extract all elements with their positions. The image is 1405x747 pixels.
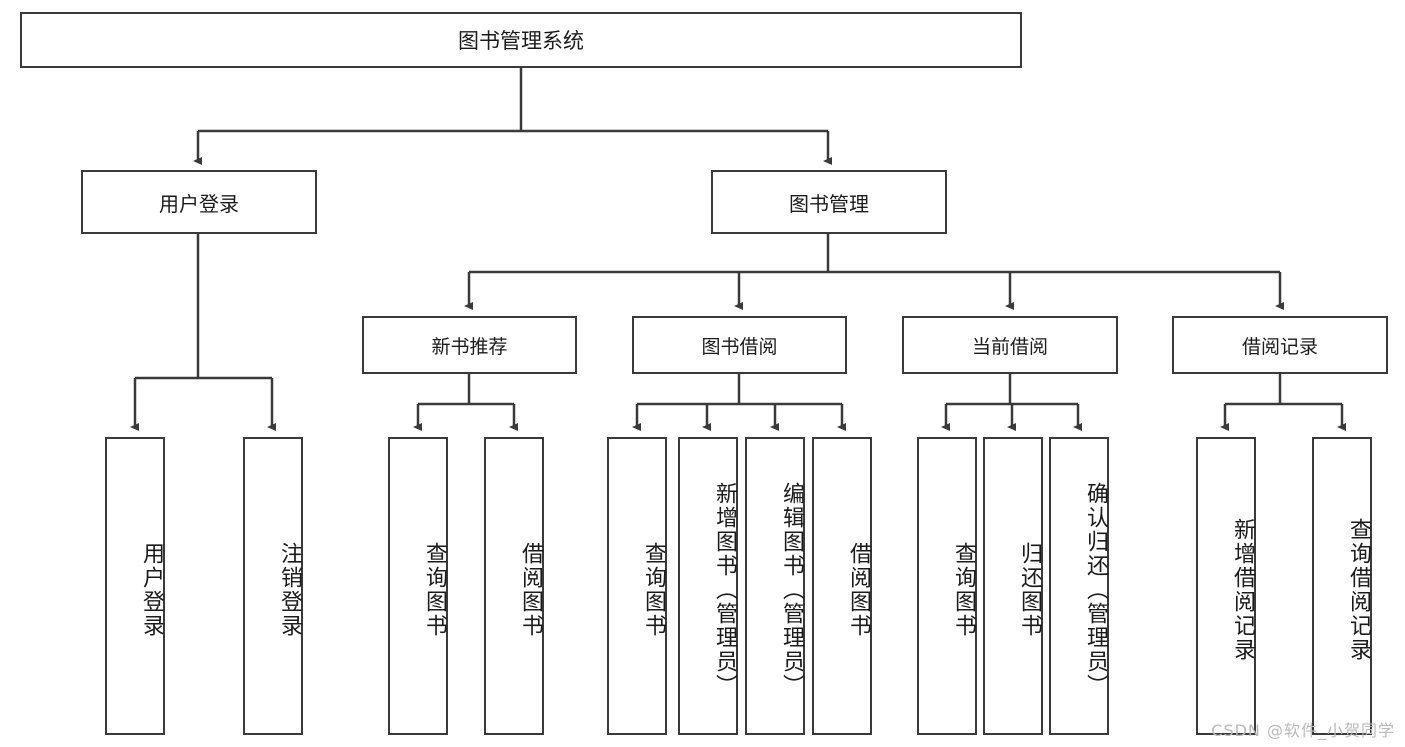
watermark: CSDN @软件_小贺同学 <box>1211 721 1395 740</box>
node-label: 新书推荐 <box>431 335 508 358</box>
leaf-current-borrow-confirm-return-admin[interactable]: 确认归还（管理员） <box>1049 437 1109 735</box>
node-label: 查询图书 <box>951 542 976 638</box>
leaf-book-borrow-borrow-book[interactable]: 借阅图书 <box>812 437 872 735</box>
node-label: 借阅记录 <box>1241 335 1318 358</box>
leaf-book-borrow-add-book-admin[interactable]: 新增图书（管理员） <box>678 437 738 735</box>
node-label: 新增借阅记录 <box>1230 518 1255 662</box>
node-label: 查询图书 <box>641 542 666 638</box>
leaf-current-borrow-return-book[interactable]: 归还图书 <box>983 437 1043 735</box>
node-current-borrow[interactable]: 当前借阅 <box>902 316 1118 374</box>
leaf-current-borrow-query-book[interactable]: 查询图书 <box>917 437 977 735</box>
leaf-borrow-record-add-record[interactable]: 新增借阅记录 <box>1196 437 1256 735</box>
node-label: 当前借阅 <box>971 335 1048 358</box>
leaf-book-borrow-edit-book-admin[interactable]: 编辑图书（管理员） <box>745 437 805 735</box>
node-root-book-management-system[interactable]: 图书管理系统 <box>20 12 1022 68</box>
node-label: 归还图书 <box>1017 542 1042 638</box>
node-book-borrow[interactable]: 图书借阅 <box>632 316 847 374</box>
leaf-user-login-login[interactable]: 用户登录 <box>105 437 165 735</box>
leaf-new-book-query-book[interactable]: 查询图书 <box>388 437 448 735</box>
node-label: 查询借阅记录 <box>1346 518 1371 662</box>
node-label: 图书管理 <box>789 191 869 216</box>
node-borrow-record[interactable]: 借阅记录 <box>1172 316 1388 374</box>
leaf-borrow-record-query-record[interactable]: 查询借阅记录 <box>1312 437 1372 735</box>
node-label: 图书借阅 <box>701 335 778 358</box>
node-label: 查询图书 <box>422 542 447 638</box>
leaf-user-login-logout[interactable]: 注销登录 <box>243 437 303 735</box>
node-book-management[interactable]: 图书管理 <box>711 170 947 234</box>
node-label: 新增图书（管理员） <box>712 482 737 698</box>
node-label: 图书管理系统 <box>458 29 584 53</box>
node-new-book-recommend[interactable]: 新书推荐 <box>362 316 577 374</box>
node-label: 借阅图书 <box>518 542 543 638</box>
leaf-new-book-borrow-book[interactable]: 借阅图书 <box>484 437 544 735</box>
node-label: 借阅图书 <box>846 542 871 638</box>
node-label: 注销登录 <box>277 542 302 638</box>
node-label: 用户登录 <box>139 542 164 638</box>
leaf-book-borrow-query-book[interactable]: 查询图书 <box>607 437 667 735</box>
node-label: 编辑图书（管理员） <box>779 482 804 698</box>
node-label: 用户登录 <box>159 191 239 216</box>
node-user-login[interactable]: 用户登录 <box>81 170 317 234</box>
node-label: 确认归还（管理员） <box>1083 482 1108 698</box>
